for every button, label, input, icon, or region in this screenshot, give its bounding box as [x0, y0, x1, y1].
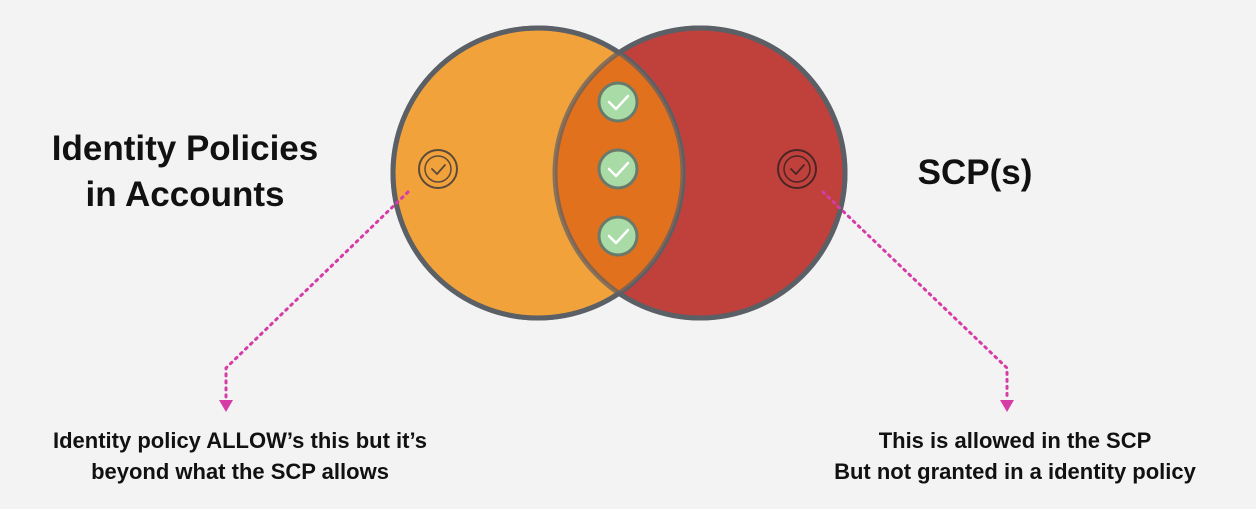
identity-only-check-icon	[418, 149, 458, 189]
scp-only-caption-line1: This is allowed in the SCP	[878, 428, 1152, 453]
identity-policies-title: Identity Policies in Accounts	[30, 126, 340, 218]
overlap-check-icon	[597, 148, 639, 190]
identity-policies-title-line2: in Accounts	[85, 175, 285, 214]
overlap-check-icon	[597, 81, 639, 123]
identity-circle-border	[390, 25, 686, 321]
identity-policies-title-line1: Identity Policies	[51, 129, 319, 168]
scp-only-caption-line2: But not granted in a identity policy	[834, 459, 1196, 484]
identity-only-caption: Identity policy ALLOW’s this but it’s be…	[0, 425, 480, 487]
scp-title: SCP(s)	[917, 153, 1033, 192]
scp-only-check-icon	[777, 149, 817, 189]
scp-circle-border	[552, 25, 848, 321]
scp-only-arrow	[821, 190, 1014, 412]
identity-only-arrow	[219, 190, 410, 412]
overlap-check-icon	[597, 215, 639, 257]
scp-only-caption: This is allowed in the SCP But not grant…	[780, 425, 1250, 487]
identity-only-caption-line2: beyond what the SCP allows	[91, 459, 389, 484]
identity-only-caption-line1: Identity policy ALLOW’s this but it’s	[53, 428, 427, 453]
